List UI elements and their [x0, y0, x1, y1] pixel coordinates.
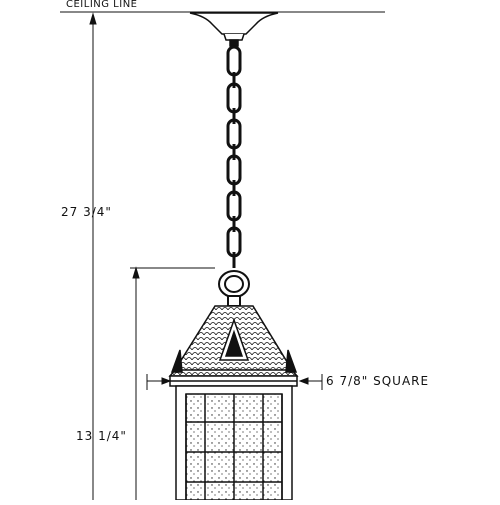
body-height-dimension: [130, 266, 215, 500]
width-dimension: [146, 374, 323, 390]
ceiling-line-label: CEILING LINE: [66, 0, 138, 10]
width-label: 6 7/8" SQUARE: [326, 374, 430, 388]
body-height-label: 13 1/4": [76, 429, 127, 443]
lantern-body: [169, 375, 298, 501]
overall-height-dimension: [89, 12, 97, 500]
lantern-roof: [168, 305, 299, 377]
chain: [226, 45, 242, 268]
ceiling-canopy: [189, 12, 279, 47]
hanging-loop: [218, 270, 250, 307]
overall-height-label: 27 3/4": [61, 205, 112, 219]
